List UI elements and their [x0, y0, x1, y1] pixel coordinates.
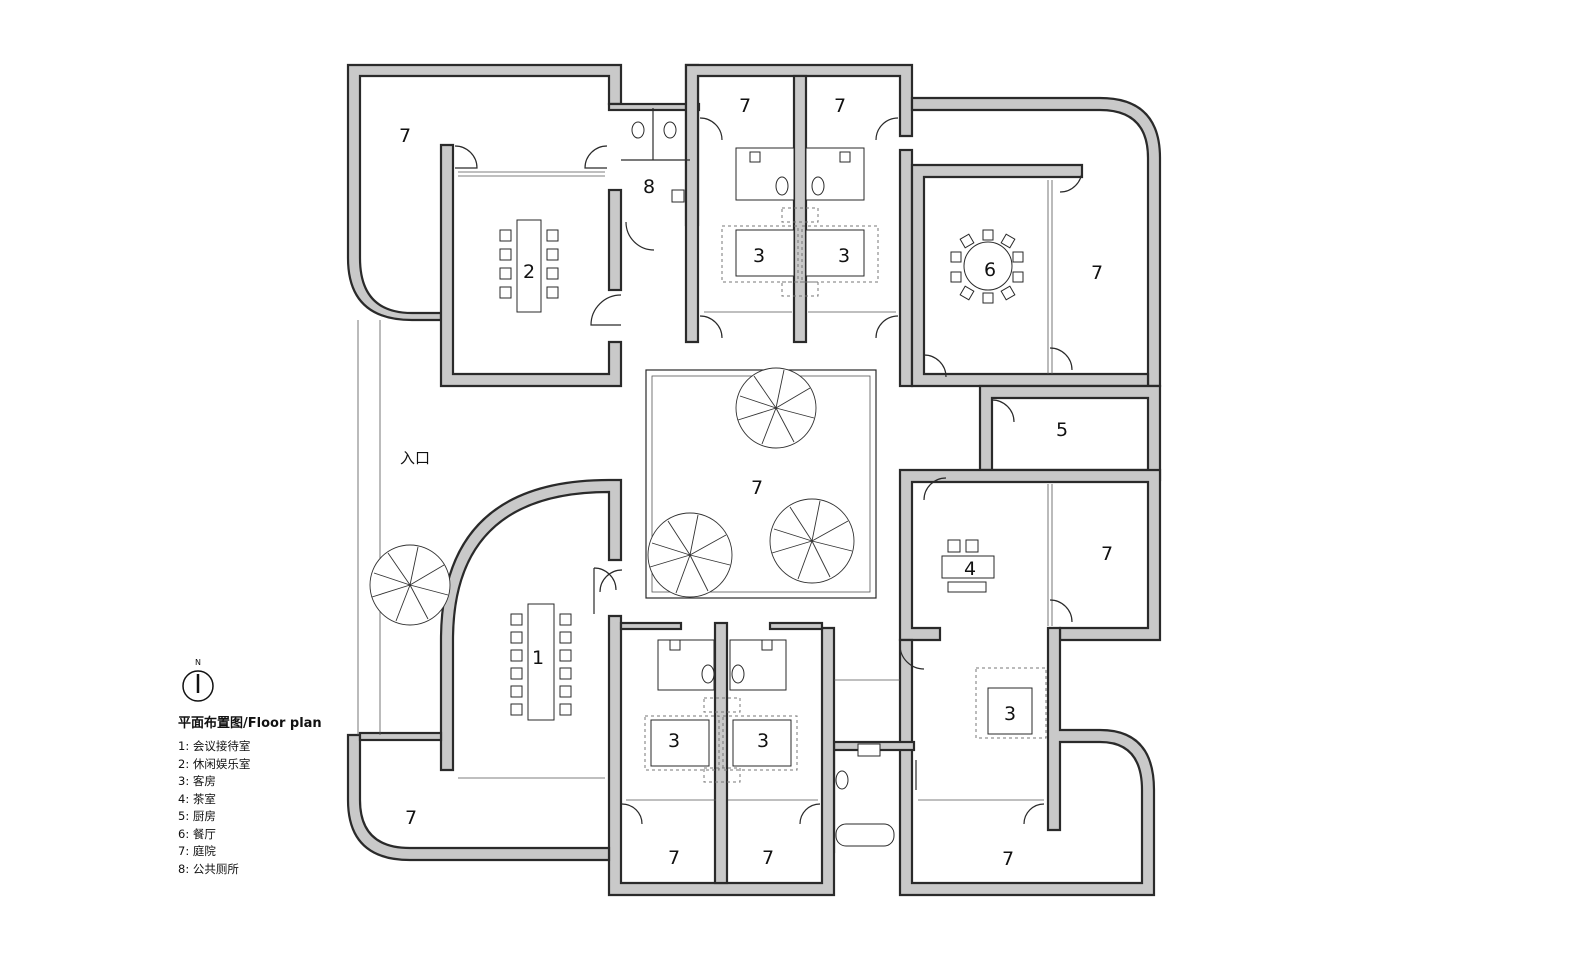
tree-icon: [647, 512, 733, 598]
room-label-wc: 8: [643, 176, 655, 198]
room-label-n-court-a: 7: [739, 95, 751, 117]
meeting-room-wall: [439, 478, 623, 772]
se-court-wall: [898, 626, 1156, 897]
north-label: N: [195, 658, 201, 667]
legend: 平面布置图/Floor plan 1: 会议接待室 2: 休闲娱乐室 3: 客房…: [178, 712, 322, 878]
room-label-e-court-mid: 7: [1101, 543, 1113, 565]
s-guest-north-wall-2: [768, 621, 824, 631]
legend-item: 4: 茶室: [178, 791, 216, 806]
room-label-dining: 6: [984, 259, 996, 281]
room-label-nw-court: 7: [399, 125, 411, 147]
sw-court-wall: [346, 733, 611, 862]
legend-item: 6: 餐厅: [178, 826, 216, 841]
furniture: [499, 108, 1047, 847]
s-guest-north-wall: [619, 621, 683, 631]
doors: [454, 117, 1083, 825]
room-label-s-court-b: 7: [762, 847, 774, 869]
legend-title: 平面布置图/Floor plan: [178, 716, 322, 731]
kitchen-wall: [978, 384, 1162, 482]
room-label-sw-court: 7: [405, 807, 417, 829]
room-label-central-court: 7: [751, 477, 763, 499]
legend-item: 2: 休闲娱乐室: [178, 756, 251, 771]
room-label-e-court-n: 7: [1091, 262, 1103, 284]
room-label-tea-room: 4: [964, 558, 976, 580]
legend-item: 8: 公共厕所: [178, 861, 239, 876]
entrance-label: 入口: [400, 449, 430, 467]
room-label-guest-n-a: 3: [753, 245, 765, 267]
ne-court-wall: [910, 96, 1162, 388]
room-label-meeting: 1: [532, 647, 544, 669]
legend-item: 1: 会议接待室: [178, 739, 251, 753]
room-label-guest-s-a: 3: [668, 730, 680, 752]
tree-icon: [369, 544, 451, 626]
dining-wall: [910, 163, 1150, 388]
room-label-se-court: 7: [1002, 848, 1014, 870]
tree-icons: [369, 367, 855, 626]
room-label-guest-n-b: 3: [838, 245, 850, 267]
room-label-s-court-a: 7: [668, 847, 680, 869]
central-court-planter: [645, 369, 877, 599]
legend-item: 5: 厨房: [178, 809, 216, 823]
room-label-guest-se: 3: [1004, 703, 1016, 725]
tree-icon: [769, 498, 855, 584]
room-label-kitchen: 5: [1056, 419, 1068, 441]
room-label-rec-room: 2: [523, 261, 535, 283]
s-guest-divider: [713, 621, 729, 885]
legend-item: 3: 客房: [178, 774, 216, 788]
n-guest-block-wall: [684, 63, 914, 344]
n-guest-east-wall: [898, 148, 914, 388]
walls: [346, 63, 1162, 897]
sw-court-north-wall: [358, 731, 443, 742]
rec-room-wall: [439, 143, 623, 388]
room-labels: 7 2 8 7 7 3 3 6 7 5 7 4 7 1 3 3 3 7 7 7 …: [399, 95, 1113, 870]
north-arrow-icon: N: [182, 658, 214, 702]
rec-room-east-wall: [607, 188, 623, 292]
n-guest-divider: [792, 74, 808, 344]
room-label-guest-s-b: 3: [757, 730, 769, 752]
nw-court-wall: [346, 63, 623, 322]
meeting-chairs: [510, 613, 572, 716]
tree-icon: [735, 367, 817, 449]
legend-item: 7: 庭院: [178, 844, 216, 858]
tea-room-wall: [898, 468, 1162, 642]
room-label-n-court-b: 7: [834, 95, 846, 117]
glazing-lines: [357, 171, 1053, 801]
